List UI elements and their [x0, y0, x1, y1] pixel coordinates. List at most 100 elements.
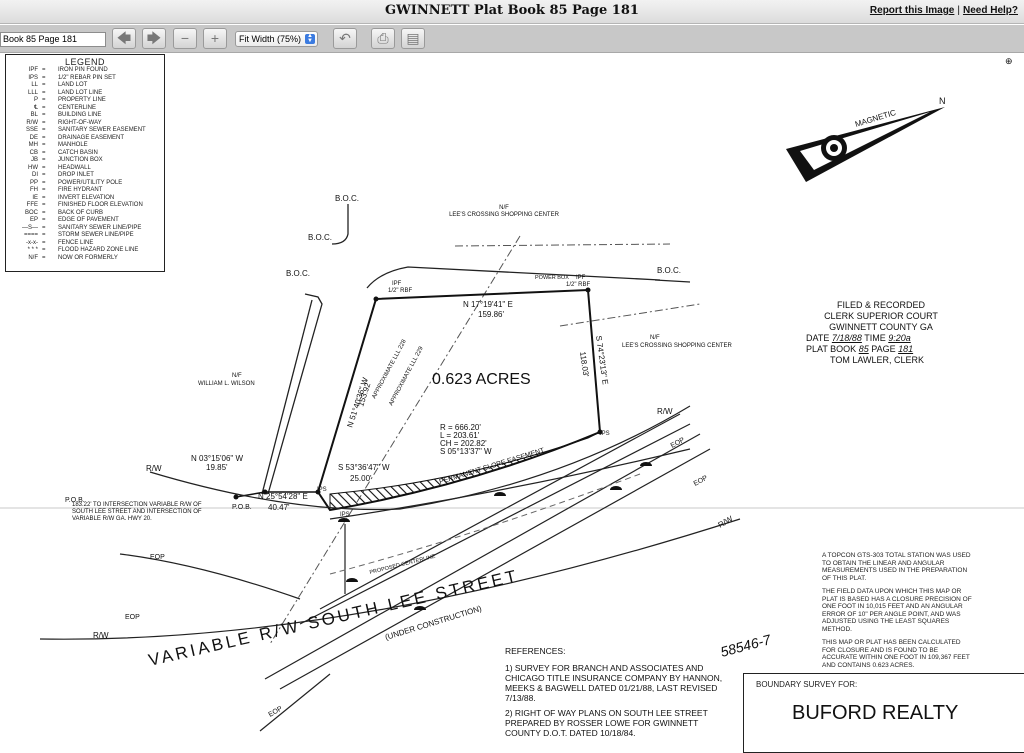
time-value: 9:20a: [888, 333, 911, 343]
distance-north: 159.86': [478, 310, 504, 319]
print-button[interactable]: ⎙: [371, 28, 395, 49]
legend-entry: BOC=BACK OF CURB: [6, 210, 164, 218]
page-name-field[interactable]: Book 85 Page 181: [0, 32, 106, 47]
legend-symbol: BL: [30, 112, 38, 118]
ipf-label-ne: IPF: [576, 275, 586, 281]
legend-symbol: BOC: [24, 209, 38, 216]
filed-line-3: GWINNETT COUNTY GA: [829, 322, 933, 332]
zoom-select[interactable]: Fit Width (75%) ▲▼: [235, 31, 318, 47]
legend-definition: FIRE HYDRANT: [58, 187, 103, 193]
legend-equals: =: [42, 149, 46, 156]
legend-equals: =: [42, 157, 46, 163]
legend-definition: 1/2" REBAR PIN SET: [58, 74, 116, 81]
legend-entry: -x-x-=FENCE LINE: [6, 240, 164, 248]
legend-definition: SANITARY SEWER EASEMENT: [58, 127, 146, 133]
legend-entry: LL=LAND LOT: [6, 82, 164, 90]
legend-entry: JB=JUNCTION BOX: [6, 157, 164, 165]
legend-symbol: SSE: [25, 127, 38, 133]
legend-definition: NOW OR FORMERLY: [58, 254, 118, 261]
legend-definition: MANHOLE: [58, 142, 88, 148]
rw-label-1: R/W: [146, 464, 162, 473]
need-help-link[interactable]: Need Help?: [962, 5, 1018, 16]
legend-equals: =: [42, 202, 46, 208]
link-separator: |: [957, 5, 960, 16]
save-button[interactable]: ▤: [401, 28, 425, 49]
plat-book-value: 85: [858, 344, 869, 354]
legend-symbol: * * *: [27, 247, 38, 253]
neighbor-west-nf: N/F: [232, 373, 242, 379]
legend-definition: HEADWALL: [58, 164, 91, 171]
report-image-link[interactable]: Report this Image: [869, 5, 955, 16]
legend-equals: =: [42, 134, 46, 141]
legend-symbol: CB: [29, 149, 38, 156]
legend-symbol: FH: [30, 187, 38, 193]
zoom-in-button[interactable]: +: [203, 28, 227, 49]
zoom-out-button[interactable]: −: [173, 28, 197, 49]
reference-2: 2) RIGHT OF WAY PLANS ON SOUTH LEE STREE…: [505, 708, 708, 738]
title-bar: GWINNETT Plat Book 85 Page 181 Report th…: [0, 0, 1024, 24]
legend-entry: MH=MANHOLE: [6, 142, 164, 150]
power-box-label: POWER BOX: [535, 275, 569, 281]
filed-line-1: FILED & RECORDED: [836, 300, 925, 310]
legend-equals: =: [42, 209, 46, 216]
legend-symbol: DI: [32, 172, 38, 178]
legend-definition: CENTERLINE: [58, 104, 97, 111]
curve-radius: R = 666.20': [440, 423, 481, 432]
arrow-right-icon: 🡆: [146, 30, 162, 46]
date-label: DATE: [806, 333, 830, 343]
legend-entry: DI=DROP INLET: [6, 172, 164, 180]
legend-definition: CATCH BASIN: [58, 149, 98, 156]
legend-equals: =: [42, 247, 46, 253]
legend-entry: LLL=LAND LOT LINE: [6, 90, 164, 98]
legend-symbol: DE: [29, 134, 38, 141]
viewer-toolbar: Book 85 Page 181 🡄 🡆 − + Fit Width (75%)…: [0, 25, 1024, 53]
eop-label-2: EOP: [125, 614, 140, 621]
filed-line-2: CLERK SUPERIOR COURT: [824, 311, 938, 321]
previous-page-button[interactable]: 🡄: [112, 28, 136, 49]
rotate-button[interactable]: ↶: [333, 28, 357, 49]
pob-label-1: P.O.B.: [232, 504, 252, 511]
rw-label-2: R/W: [657, 407, 673, 416]
legend-equals: =: [42, 74, 46, 81]
plus-icon: +: [210, 30, 220, 46]
legend-equals: =: [42, 194, 46, 201]
parcel-boundary: [233, 287, 603, 512]
legend-equals: =: [42, 67, 46, 73]
registration-mark-icon: ⊕: [1005, 56, 1013, 66]
boc-label-4: B.O.C.: [657, 266, 681, 275]
legend-equals: =: [42, 179, 46, 186]
time-label: TIME: [864, 333, 886, 343]
minus-icon: −: [180, 30, 190, 46]
page-label: PAGE: [871, 344, 896, 354]
ipf-label-nw: IPF: [392, 281, 402, 287]
legend-symbol: MH: [28, 142, 38, 148]
north-arrow: MAGNETIC N: [786, 96, 946, 182]
neighbor-north-label: LEE'S CROSSING SHOPPING CENTER: [449, 212, 560, 218]
legend-entry: R/W=RIGHT-OF-WAY: [6, 120, 164, 128]
legend-title: LEGEND: [64, 57, 105, 67]
legend-entry: FH=FIRE HYDRANT: [6, 187, 164, 195]
header-links: Report this Image|Need Help?: [870, 5, 1018, 16]
curve-length: L = 203.61': [440, 431, 480, 440]
printer-icon: ⎙: [377, 30, 389, 46]
legend-entry: N/F=NOW OR FORMERLY: [6, 255, 164, 263]
ips-label-sw: IPS: [317, 487, 327, 493]
proposed-centerline: [329, 473, 641, 575]
legend-entry: DE=DRAINAGE EASEMENT: [6, 135, 164, 143]
next-page-button[interactable]: 🡆: [142, 28, 166, 49]
legend-definition: SANITARY SEWER LINE/PIPE: [58, 224, 142, 231]
legend-entry: IPF=IRON PIN FOUND: [6, 67, 164, 75]
legend-equals: =: [42, 89, 46, 96]
clerk-name: TOM LAWLER, CLERK: [830, 355, 925, 365]
references-heading: REFERENCES:: [505, 646, 566, 656]
legend-equals: =: [42, 232, 46, 238]
neighbor-east-nf: N/F: [650, 335, 660, 341]
recording-stamp: FILED & RECORDED CLERK SUPERIOR COURT GW…: [806, 300, 956, 366]
legend-symbol: P: [33, 97, 38, 103]
legend-definition: BUILDING LINE: [58, 112, 102, 118]
neighbor-west-label: WILLIAM L. WILSON: [198, 381, 255, 387]
curb-lines: [261, 204, 691, 495]
rw-label-4: R/W: [93, 631, 109, 640]
legend-definition: LAND LOT LINE: [58, 89, 103, 96]
